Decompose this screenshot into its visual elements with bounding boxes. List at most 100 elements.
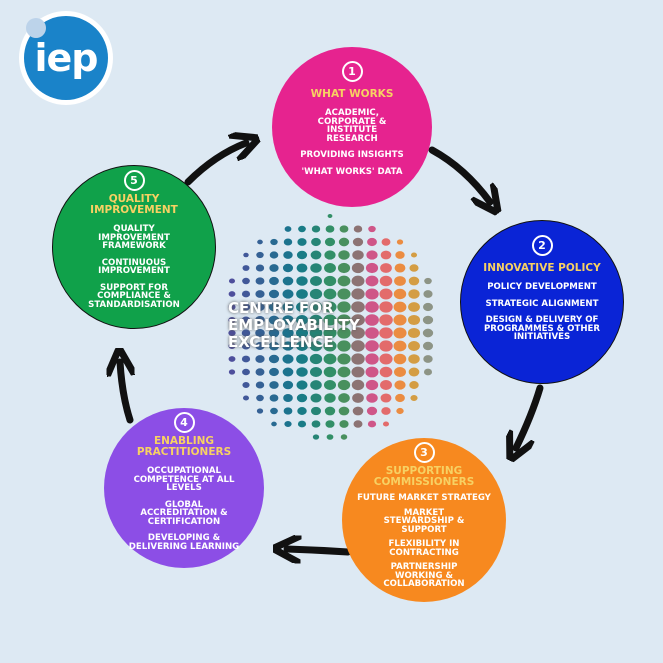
sphere-dot <box>296 250 308 260</box>
sphere-dot <box>310 276 322 286</box>
sphere-dot <box>351 288 365 300</box>
sphere-dot <box>296 289 308 299</box>
sphere-dot <box>296 276 308 286</box>
sphere-dot <box>310 393 322 403</box>
sphere-dot <box>242 277 250 285</box>
sphere-dot <box>365 379 379 391</box>
sphere-dot <box>324 393 336 403</box>
sphere-dot <box>296 393 308 403</box>
sphere-dot <box>325 420 335 428</box>
sphere-dot <box>256 251 264 259</box>
sphere-dot <box>323 366 337 378</box>
sphere-dot <box>352 393 364 403</box>
sphere-dot <box>296 302 308 312</box>
sphere-dot <box>255 355 265 363</box>
sphere-dot <box>337 301 351 313</box>
sphere-dot <box>228 316 236 324</box>
sphere-dot <box>298 225 306 233</box>
sphere-dot <box>282 341 294 351</box>
sphere-dot <box>367 237 377 247</box>
sphere-dot <box>408 302 420 312</box>
sphere-dot <box>243 252 249 258</box>
sphere-dot <box>323 353 337 365</box>
sphere-dot <box>337 314 351 326</box>
sphere-dot <box>351 340 365 352</box>
sphere-dot <box>311 237 321 247</box>
sphere-dot <box>283 238 293 246</box>
sphere-dot <box>228 291 236 297</box>
sphere-dot <box>423 302 433 312</box>
sphere-dot <box>353 225 363 233</box>
sphere-dot <box>379 327 393 339</box>
sphere-dot <box>365 327 379 339</box>
sphere-dot <box>379 301 393 313</box>
sphere-dot <box>270 238 278 246</box>
sphere-dot <box>282 354 294 364</box>
sphere-dot <box>394 380 406 390</box>
sphere-dot <box>256 394 264 402</box>
sphere-dot <box>382 421 390 427</box>
sphere-dot <box>282 276 294 286</box>
arrow-3-to-4 <box>287 549 352 552</box>
sphere-dot <box>379 366 393 378</box>
sphere-dot <box>422 328 434 338</box>
sphere-dot <box>282 289 294 299</box>
sphere-dot <box>310 380 322 390</box>
sphere-dot <box>365 340 379 352</box>
arrow-2-to-3 <box>516 384 544 448</box>
sphere-dot <box>422 341 434 351</box>
sphere-dot <box>410 252 418 258</box>
sphere-dot <box>408 341 420 351</box>
sphere-dot <box>351 366 365 378</box>
sphere-dot <box>282 367 294 377</box>
sphere-dot <box>268 302 280 312</box>
sphere-dot <box>255 342 265 350</box>
sphere-dot <box>242 368 250 376</box>
sphere-dot <box>269 276 279 286</box>
sphere-dot <box>326 434 334 440</box>
iep-logo: iep <box>19 11 113 105</box>
sphere-dot <box>324 406 336 416</box>
sphere-dot <box>324 237 336 247</box>
sphere-dot <box>228 304 236 310</box>
sphere-dot <box>366 406 378 416</box>
sphere-dot <box>296 354 308 364</box>
sphere-dot <box>351 353 365 365</box>
sphere-dot <box>408 354 420 364</box>
sphere-dot <box>323 288 337 300</box>
sphere-dot <box>410 394 418 402</box>
sphere-dot <box>337 288 351 300</box>
sphere-dot <box>241 342 251 350</box>
sphere-dot <box>407 327 421 339</box>
arrow-4-to-5 <box>120 362 130 424</box>
sphere-dot <box>323 314 337 326</box>
sphere-dot <box>365 366 379 378</box>
sphere-dot <box>296 341 308 351</box>
sphere-dot <box>323 301 337 313</box>
sphere-dot <box>309 327 323 339</box>
sphere-dot <box>368 225 376 233</box>
sphere-dot <box>255 316 265 324</box>
sphere-dot <box>396 239 404 245</box>
sphere-dot <box>409 381 419 389</box>
sphere-dot <box>380 250 392 260</box>
sphere-dot <box>423 290 433 298</box>
sphere-dot <box>407 314 421 326</box>
sphere-dot <box>351 327 365 339</box>
sphere-dot <box>409 264 419 272</box>
sphere-dot <box>283 407 293 415</box>
sphere-dot <box>393 353 407 365</box>
sphere-dot <box>424 277 432 285</box>
sphere-dot <box>337 353 351 365</box>
sphere-dot <box>325 225 335 233</box>
sphere-dot <box>310 263 322 273</box>
sphere-dot <box>379 288 393 300</box>
sphere-dot <box>395 251 405 259</box>
sphere-dot <box>323 379 337 391</box>
sphere-dot <box>352 406 364 416</box>
sphere-dot <box>365 301 379 313</box>
sphere-dot <box>282 328 294 338</box>
